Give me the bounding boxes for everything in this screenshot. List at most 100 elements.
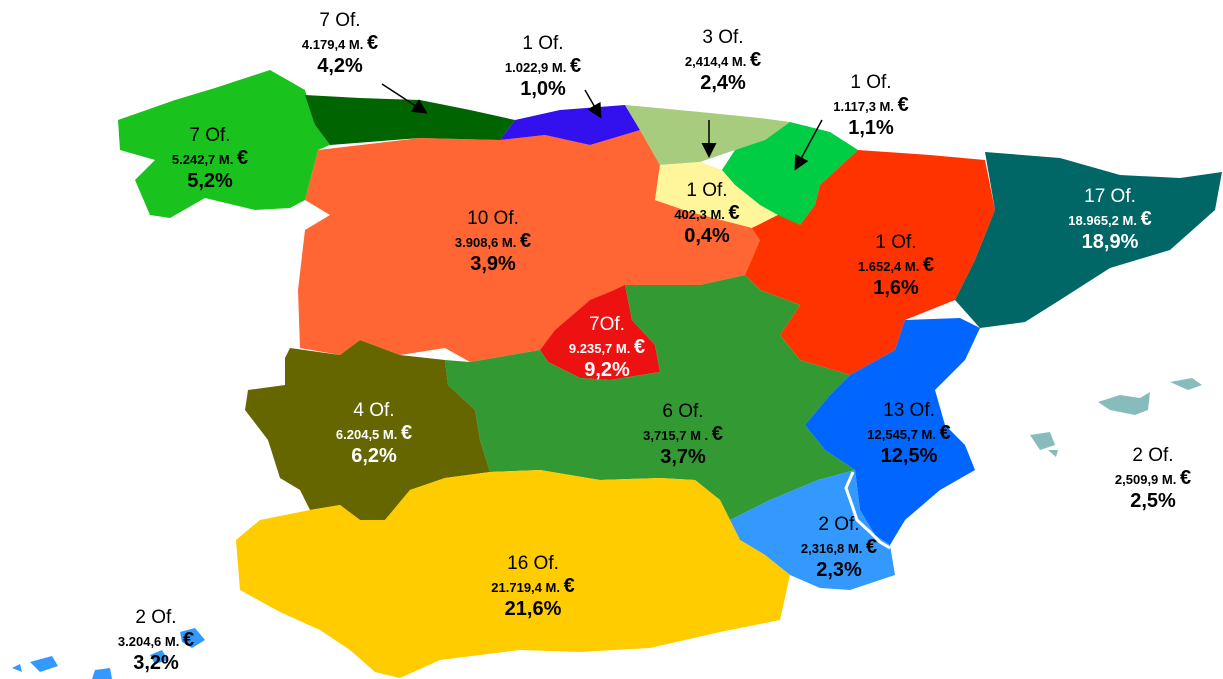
percent-value: 2,3% (816, 558, 862, 581)
offices-count: 13 Of. (883, 400, 935, 421)
percent-value: 2,5% (1130, 489, 1176, 512)
region-andalucia[interactable] (236, 470, 790, 678)
percent-value: 1,0% (520, 77, 566, 100)
amount-text: 12,545,7 M. (867, 426, 936, 442)
offices-count: 7Of. (589, 314, 625, 335)
euro-symbol: € (728, 201, 740, 224)
region-comunidad-valenciana[interactable] (805, 318, 980, 545)
amount-text: 6.204,5 M. (335, 426, 398, 442)
region-cantabria[interactable] (500, 105, 640, 145)
label-baleares: 2 Of.2,509,9 M. €2,5% (1115, 445, 1191, 513)
region-la-rioja[interactable] (655, 162, 778, 228)
offices-count: 4 Of. (353, 400, 395, 421)
region-baleares[interactable] (1030, 378, 1202, 457)
label-navarra: 1 Of.1.117,3 M. €1,1% (833, 72, 908, 140)
offices-count: 1 Of. (686, 180, 728, 201)
label-andalucia: 16 Of.21.719,4 M. €21,6% (491, 553, 574, 621)
euro-symbol: € (749, 48, 762, 71)
amount-text: 1.022,9 M. (504, 59, 567, 75)
label-extremadura: 4 Of.6.204,5 M. €6,2% (336, 400, 412, 468)
euro-symbol: € (1179, 466, 1192, 489)
amount-text: 21.719,4 M. (491, 579, 560, 595)
amount-text: 4.179,4 M. (301, 36, 364, 52)
percent-value: 1,1% (848, 116, 894, 139)
euro-symbol: € (182, 628, 195, 651)
amount-value: 12,545,7 M. € (867, 422, 950, 445)
euro-symbol: € (236, 146, 249, 169)
river-line (844, 471, 891, 550)
amount-text: 1.117,3 M. (833, 98, 894, 114)
offices-count: 17 Of. (1084, 186, 1136, 207)
euro-symbol: € (922, 253, 935, 276)
percent-value: 18,9% (1081, 230, 1139, 253)
amount-text: 3,715,7 M . (643, 427, 709, 443)
percent-value: 9,2% (584, 358, 630, 381)
amount-text: 5.242,7 M. (171, 151, 234, 167)
region-galicia[interactable] (118, 70, 330, 218)
region-castilla-leon[interactable] (298, 130, 760, 362)
label-murcia: 2 Of.2,316,8 M. €2,3% (801, 514, 877, 582)
region-canarias[interactable] (12, 628, 205, 679)
amount-value: 21.719,4 M. € (491, 575, 574, 598)
amount-text: 9.235,7 M. (568, 340, 631, 356)
euro-symbol: € (519, 229, 532, 252)
region-extremadura[interactable] (245, 340, 490, 520)
percent-value: 3,2% (133, 651, 179, 674)
offices-count: 16 Of. (507, 553, 559, 574)
amount-text: 2,509,9 M. (1114, 471, 1177, 487)
arrow-cantabria (584, 89, 602, 119)
amount-value: 3,715,7 M . € (643, 423, 723, 446)
offices-count: 1 Of. (850, 72, 892, 93)
amount-value: 6.204,5 M. € (336, 422, 412, 445)
amount-value: 1.652,4 M. € (858, 254, 934, 277)
amount-value: 402,3 M. € (674, 202, 739, 225)
amount-value: 2,509,9 M. € (1115, 467, 1191, 490)
percent-value: 4,2% (317, 54, 363, 77)
label-catalunya: 17 Of.18.965,2 M. €18,9% (1068, 186, 1151, 254)
amount-value: 1.022,9 M. € (505, 55, 581, 78)
percent-value: 0,4% (684, 224, 730, 247)
amount-value: 3.908,6 M. € (455, 230, 531, 253)
offices-count: 1 Of. (875, 232, 917, 253)
label-castilla-la-mancha: 6 Of.3,715,7 M . €3,7% (643, 401, 723, 469)
amount-text: 2,414,4 M. (684, 53, 747, 69)
amount-text: 3.204,6 M. (117, 633, 180, 649)
label-madrid: 7Of.9.235,7 M. €9,2% (569, 314, 645, 382)
region-catalunya[interactable] (955, 152, 1222, 328)
label-pais-vasco: 3 Of.2,414,4 M. €2,4% (685, 27, 761, 95)
amount-value: 5.242,7 M. € (172, 147, 248, 170)
offices-count: 3 Of. (702, 27, 744, 48)
amount-text: 18.965,2 M. (1068, 212, 1137, 228)
euro-symbol: € (865, 535, 878, 558)
offices-count: 7 Of. (319, 10, 361, 31)
region-asturias[interactable] (305, 95, 515, 145)
arrow-asturias (381, 83, 428, 114)
offices-count: 2 Of. (1132, 445, 1174, 466)
region-navarra[interactable] (722, 122, 858, 228)
offices-count: 7 Of. (189, 125, 231, 146)
euro-symbol: € (563, 574, 575, 597)
label-canarias: 2 Of.3.204,6 M. €3,2% (118, 607, 194, 675)
region-pais-vasco[interactable] (625, 105, 790, 165)
euro-symbol: € (400, 421, 413, 444)
percent-value: 1,6% (873, 276, 919, 299)
label-asturias: 7 Of.4.179,4 M. €4,2% (302, 10, 378, 78)
offices-count: 1 Of. (522, 33, 564, 54)
offices-count: 2 Of. (818, 514, 860, 535)
label-comunidad-valenciana: 13 Of.12,545,7 M. €12,5% (867, 400, 950, 468)
percent-value: 2,4% (700, 71, 746, 94)
percent-value: 6,2% (351, 444, 397, 467)
amount-value: 2,414,4 M. € (685, 49, 761, 72)
label-cantabria: 1 Of.1.022,9 M. €1,0% (505, 33, 581, 101)
region-madrid[interactable] (540, 285, 660, 380)
region-castilla-la-mancha[interactable] (445, 275, 855, 520)
euro-symbol: € (569, 54, 582, 77)
percent-value: 3,7% (660, 445, 706, 468)
arrow-navarra (794, 119, 823, 171)
amount-value: 3.204,6 M. € (118, 629, 194, 652)
amount-value: 9.235,7 M. € (569, 336, 645, 359)
percent-value: 21,6% (504, 597, 562, 620)
percent-value: 12,5% (880, 444, 938, 467)
region-aragon[interactable] (745, 150, 995, 375)
